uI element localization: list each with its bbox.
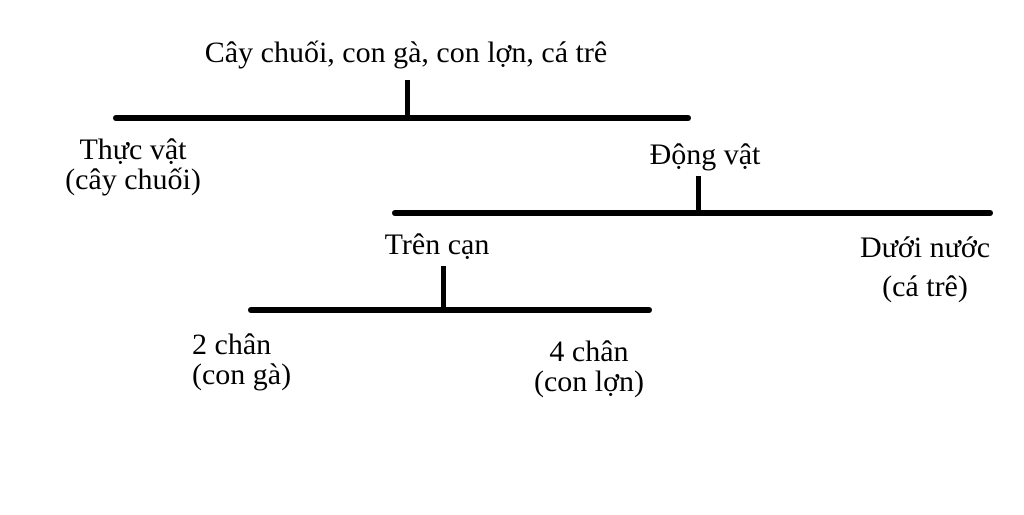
two-leg-branch-title: 2 chân: [192, 328, 272, 361]
plant-branch-title: Thực vật: [79, 133, 187, 166]
land-connector-line: [441, 266, 446, 310]
root-set-label: Cây chuối, con gà, con lợn, cá trê: [204, 36, 608, 69]
two-leg-branch-example: (con gà): [192, 358, 292, 391]
plant-branch-label: Thực vật (cây chuối): [33, 135, 233, 195]
land-branch-title: Trên cạn: [384, 228, 490, 261]
water-branch-label: Dưới nước (cá trê): [825, 228, 1024, 306]
land-branch-label: Trên cạn: [337, 230, 537, 260]
animal-branch-title: Động vật: [649, 138, 761, 171]
water-branch-example: (cá trê): [882, 270, 968, 303]
four-leg-branch-example: (con lợn): [534, 365, 644, 398]
root-connector-line: [405, 80, 410, 118]
plant-branch-example: (cây chuối): [65, 163, 201, 196]
water-branch-title: Dưới nước: [859, 231, 991, 264]
four-leg-branch-label: 4 chân (con lợn): [489, 337, 689, 397]
four-leg-branch-title: 4 chân: [549, 335, 629, 368]
two-leg-branch-label: 2 chân (con gà): [192, 330, 291, 390]
animal-connector-line: [696, 176, 701, 213]
level3-branch-line: [248, 307, 652, 313]
animal-branch-label: Động vật: [605, 140, 805, 170]
level2-branch-line: [392, 210, 993, 216]
level1-branch-line: [113, 115, 691, 121]
